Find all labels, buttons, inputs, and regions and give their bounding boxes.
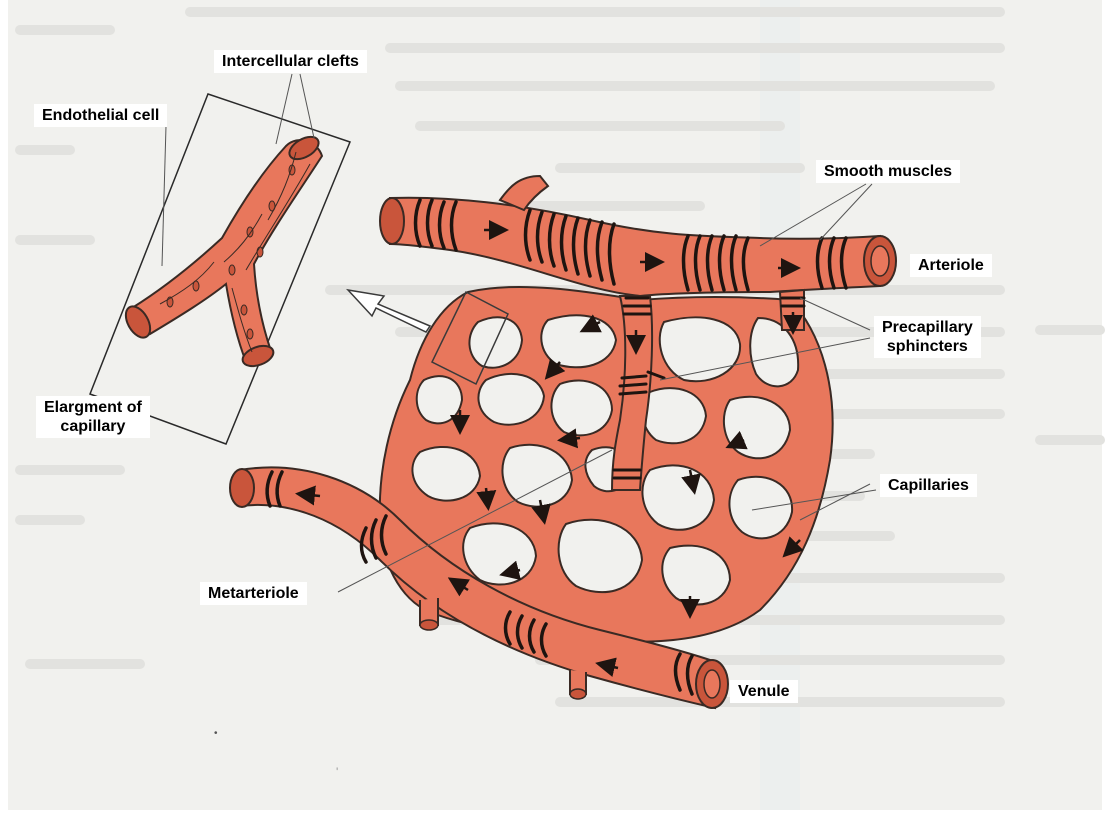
endothelial-cell-label: Endothelial cell xyxy=(34,104,167,127)
metarteriole-label: Metarteriole xyxy=(200,582,307,605)
precapillary-sphincters-label: Precapillary sphincters xyxy=(874,316,981,358)
intercellular-clefts-label: Intercellular clefts xyxy=(214,50,367,73)
precapillary-sphincters-line2: sphincters xyxy=(882,337,973,356)
capillaries-label: Capillaries xyxy=(880,474,977,497)
smooth-muscles-label: Smooth muscles xyxy=(816,160,960,183)
stray-mark-2: ' xyxy=(336,765,338,779)
enlargement-of-capillary-label: Elargment of capillary xyxy=(36,396,150,438)
venule-label: Venule xyxy=(730,680,798,703)
enlargement-line2: capillary xyxy=(44,417,142,436)
stray-mark-1: • xyxy=(214,728,218,739)
precapillary-sphincters-line1: Precapillary xyxy=(882,318,973,337)
arteriole-label: Arteriole xyxy=(910,254,992,277)
enlargement-line1: Elargment of xyxy=(44,398,142,417)
